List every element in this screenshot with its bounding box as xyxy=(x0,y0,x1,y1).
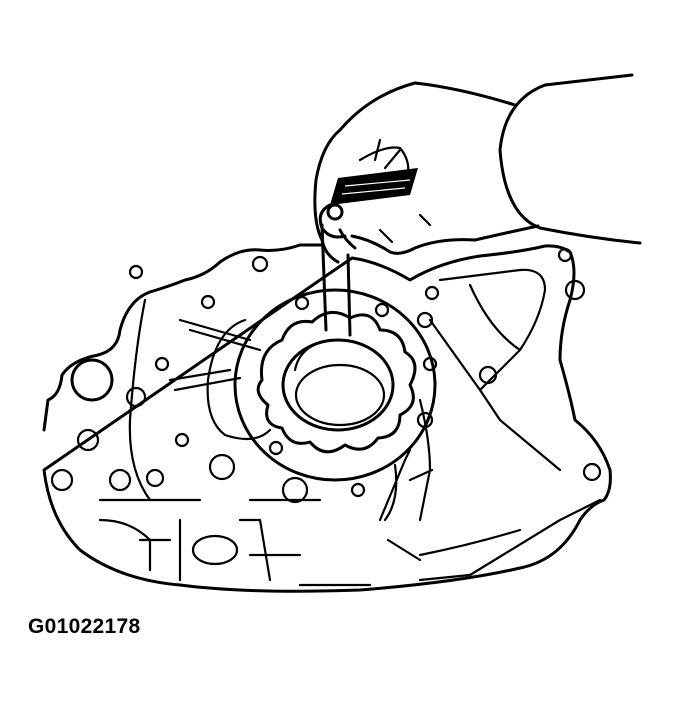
oil-pump-housing xyxy=(42,243,612,593)
oil-pump-clearance-illustration xyxy=(42,73,642,593)
feeler-gauge xyxy=(320,223,352,337)
hand-illustration xyxy=(313,73,642,264)
figure-code-label: G01022178 xyxy=(28,615,141,638)
pump-rotor-assembly xyxy=(206,288,437,482)
bolt-holes xyxy=(50,247,602,566)
